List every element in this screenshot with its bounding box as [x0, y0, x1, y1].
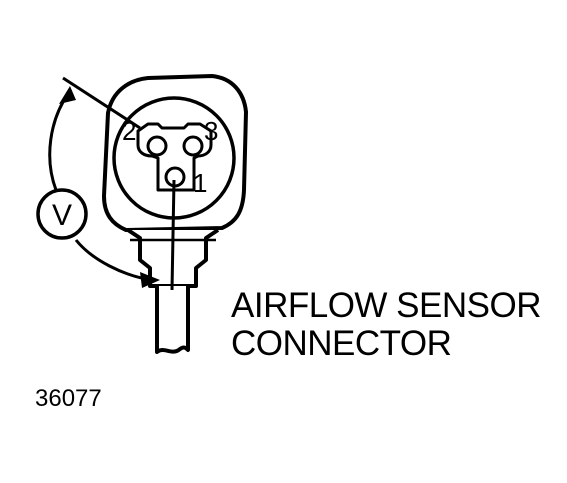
probe-lead-pin2	[62, 76, 141, 130]
voltmeter-symbol: V	[52, 199, 72, 232]
meter-lead-upper	[48, 93, 70, 191]
caption-line-2: CONNECTOR	[231, 324, 452, 363]
voltmeter	[36, 188, 88, 240]
probe-lead-pin1	[170, 179, 176, 291]
figure-number: 36077	[35, 385, 102, 412]
pin-1-label: 1	[193, 168, 207, 198]
wire-harness	[155, 286, 190, 354]
pin-2-hole	[146, 135, 168, 157]
arrowhead-up	[59, 86, 76, 104]
caption-line-1: AIRFLOW SENSOR	[231, 286, 541, 325]
arrowhead-right	[140, 272, 160, 288]
pin-2-label: 2	[122, 116, 136, 146]
pin-3-hole	[182, 135, 204, 157]
component-caption: AIRFLOW SENSOR CONNECTOR	[231, 287, 541, 363]
pin-3-label: 3	[204, 116, 218, 146]
